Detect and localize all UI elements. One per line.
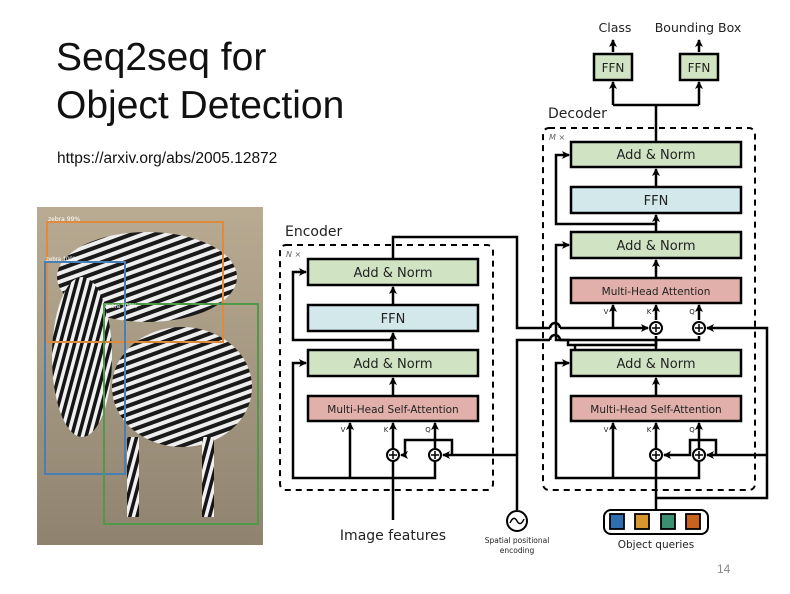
spatial-encoding-label-1: Spatial positional [485, 536, 550, 545]
decoder-cross-k-label: K [647, 308, 652, 316]
encoder-k-label: K [384, 426, 389, 434]
title-line-1: Seq2seq for [56, 36, 267, 79]
object-queries-label: Object queries [618, 539, 694, 551]
encoder-repeat-block [279, 244, 494, 491]
class-ffn-label: FFN [602, 61, 625, 75]
decoder-cross-q-label: Q [689, 308, 695, 316]
decoder-ffn-label: FFN [644, 194, 669, 209]
decoder-repeat-label: M × [549, 133, 565, 142]
slide-title: Seq2seq for Object Detection [56, 34, 344, 130]
page-number: 14 [717, 562, 731, 576]
class-output-label: Class [599, 20, 632, 35]
decoder-cross-v-label: V [604, 308, 609, 316]
object-query-4 [685, 513, 701, 530]
object-queries-container [603, 509, 709, 535]
bbox-output-label: Bounding Box [655, 20, 742, 35]
decoder-add-norm-bottom-label: Add & Norm [616, 357, 695, 372]
encoder-ffn-label: FFN [381, 312, 406, 327]
bbox-ffn-head [678, 52, 720, 82]
encoder-repeat-label: N × [286, 250, 301, 259]
encoder-q-label: Q [425, 426, 431, 434]
decoder-add-norm-mid-label: Add & Norm [616, 239, 695, 254]
decoder-label: Decoder [548, 106, 607, 122]
zebra-left [52, 277, 112, 437]
title-line-2: Object Detection [56, 84, 345, 127]
encoder-add-norm-top-label: Add & Norm [353, 266, 432, 281]
decoder-self-v-label: V [604, 426, 609, 434]
decoder-self-q-label: Q [689, 426, 695, 434]
detection-label-2: zebra 100% [46, 257, 79, 263]
decoder-self-k-label: K [647, 426, 652, 434]
encoder-self-attention [306, 394, 480, 423]
decoder-add-norm-top [569, 140, 743, 169]
spatial-encoding-label-2: encoding [500, 546, 535, 555]
encoder-ffn [306, 303, 480, 333]
encoder-add-norm-bottom [306, 348, 480, 378]
decoder-self-attention-label: Multi-Head Self-Attention [590, 404, 721, 416]
class-ffn-head [592, 52, 634, 82]
decoder-cross-attention [569, 276, 743, 305]
zebra-detection-photo: zebra 99% zebra 100% zebra 100% [37, 207, 263, 545]
detection-label-3: zebra 100% [105, 304, 138, 310]
decoder-self-attention [569, 394, 743, 423]
paper-link[interactable]: https://arxiv.org/abs/2005.12872 [57, 150, 278, 167]
object-query-1 [609, 513, 625, 530]
decoder-cross-attention-label: Multi-Head Attention [602, 286, 711, 298]
encoder-label: Encoder [285, 224, 342, 240]
decoder-add-norm-mid [569, 230, 743, 260]
decoder-ffn [569, 185, 743, 215]
bbox-ffn-label: FFN [688, 61, 711, 75]
detection-label-1: zebra 99% [48, 216, 80, 223]
detection-box-3 [103, 303, 259, 525]
encoder-v-label: V [341, 426, 346, 434]
encoder-add-norm-top [306, 257, 480, 287]
object-query-3 [660, 513, 676, 530]
detection-box-1 [46, 221, 224, 343]
decoder-add-norm-top-label: Add & Norm [616, 148, 695, 163]
encoder-add-norm-bottom-label: Add & Norm [353, 357, 432, 372]
image-features-label: Image features [340, 528, 446, 544]
decoder-add-norm-bottom [569, 348, 743, 378]
zebra-front [112, 327, 252, 447]
object-query-2 [634, 513, 650, 530]
encoder-attention-label: Multi-Head Self-Attention [327, 404, 458, 416]
detection-box-2 [44, 261, 126, 475]
decoder-repeat-block [542, 127, 756, 491]
